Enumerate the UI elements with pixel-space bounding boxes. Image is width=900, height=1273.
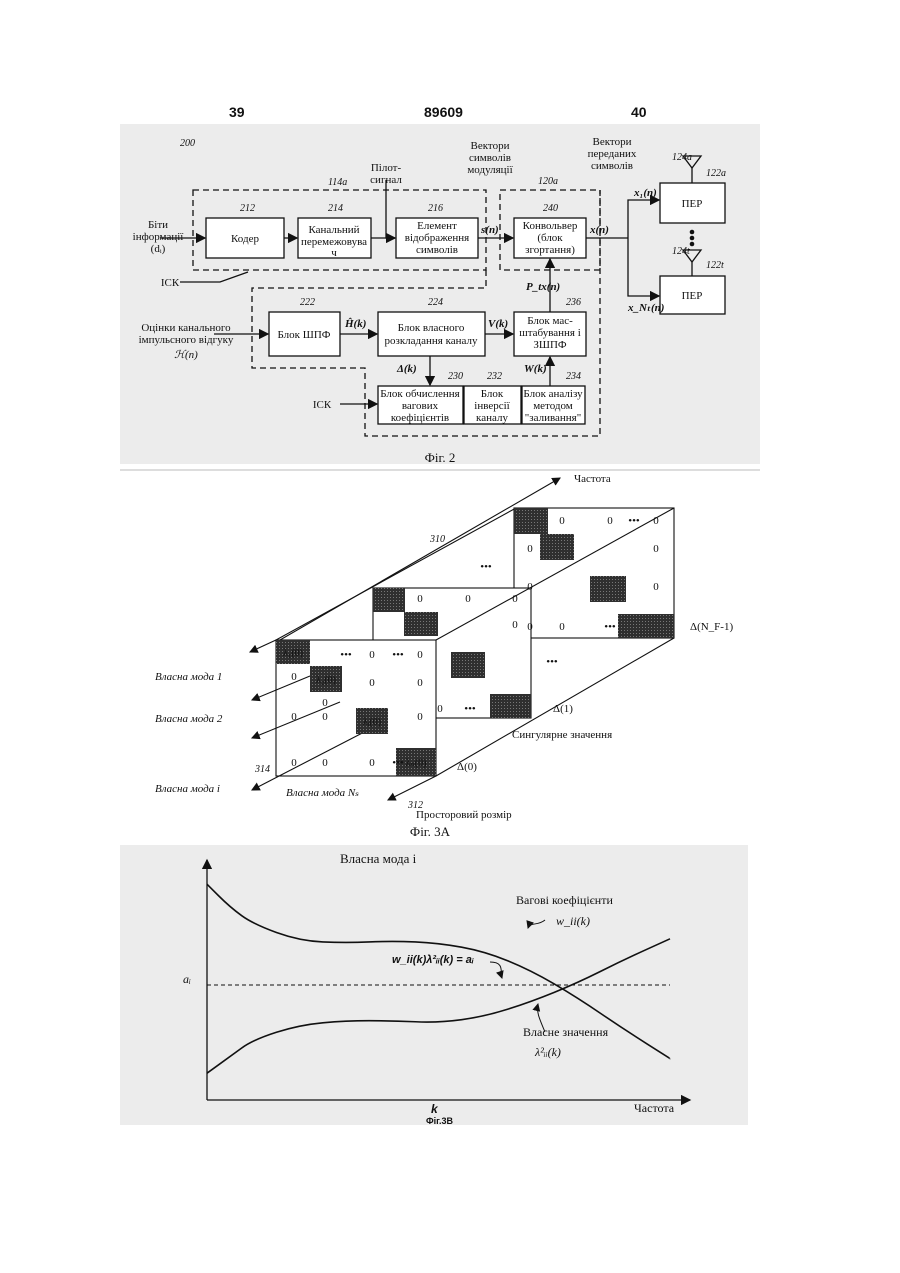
eigen-symbol: λ²ᵢᵢ(k) [534, 1045, 561, 1059]
weights-symbol: w_ii(k) [556, 914, 590, 928]
fig3b-caption: Фіг.3В [426, 1116, 454, 1126]
chart-title: Власна мода i [340, 851, 417, 866]
y-label: aᵢ [183, 972, 191, 986]
equation: w_ii(k)λ²ᵢᵢ(k) = aᵢ [392, 954, 474, 966]
eigen-label: Власне значення [523, 1025, 609, 1039]
x-axis-name: Частота [634, 1101, 675, 1115]
weights-label: Вагові коефіцієнти [516, 893, 613, 907]
x-label: k [431, 1102, 439, 1116]
